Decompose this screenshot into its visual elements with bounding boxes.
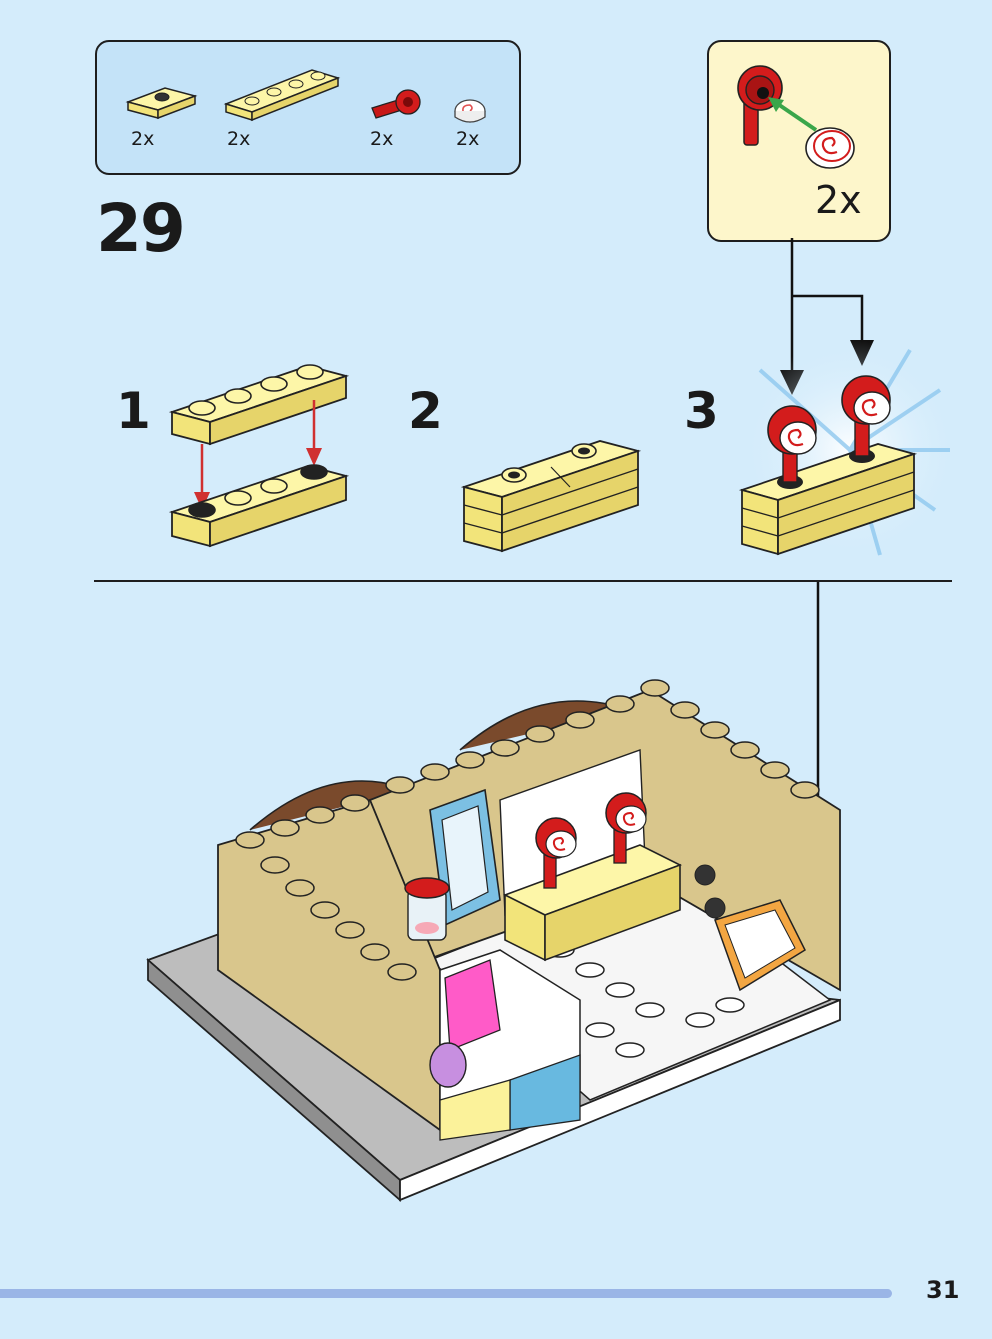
part-plate-1x4-icon [223,69,341,122]
part-qty: 2x [131,128,155,150]
part-plate-1x2-jumper-icon [125,87,198,120]
substep-1-illustration-icon [168,364,350,548]
progress-bar [0,1289,892,1298]
part-qty: 2x [456,128,480,150]
shop-model-illustration-icon [146,679,841,1202]
part-red-clip-bar-icon [371,89,421,119]
substep-label: 1 [116,382,151,440]
sub-assembly-illustration-icon [737,65,855,169]
part-qty: 2x [370,128,394,150]
page-number: 31 [926,1276,960,1304]
sub-assembly-box [707,40,891,242]
step-number: 29 [96,190,186,267]
part-round-tile-swirl-icon [454,99,486,123]
substep-2-illustration-icon [460,440,642,553]
section-divider [94,580,952,582]
substep-label: 3 [684,382,719,440]
substep-label: 2 [408,382,443,440]
part-qty: 2x [227,128,251,150]
sub-assembly-qty: 2x [815,178,862,222]
substep-3-illustration-icon [738,340,960,560]
